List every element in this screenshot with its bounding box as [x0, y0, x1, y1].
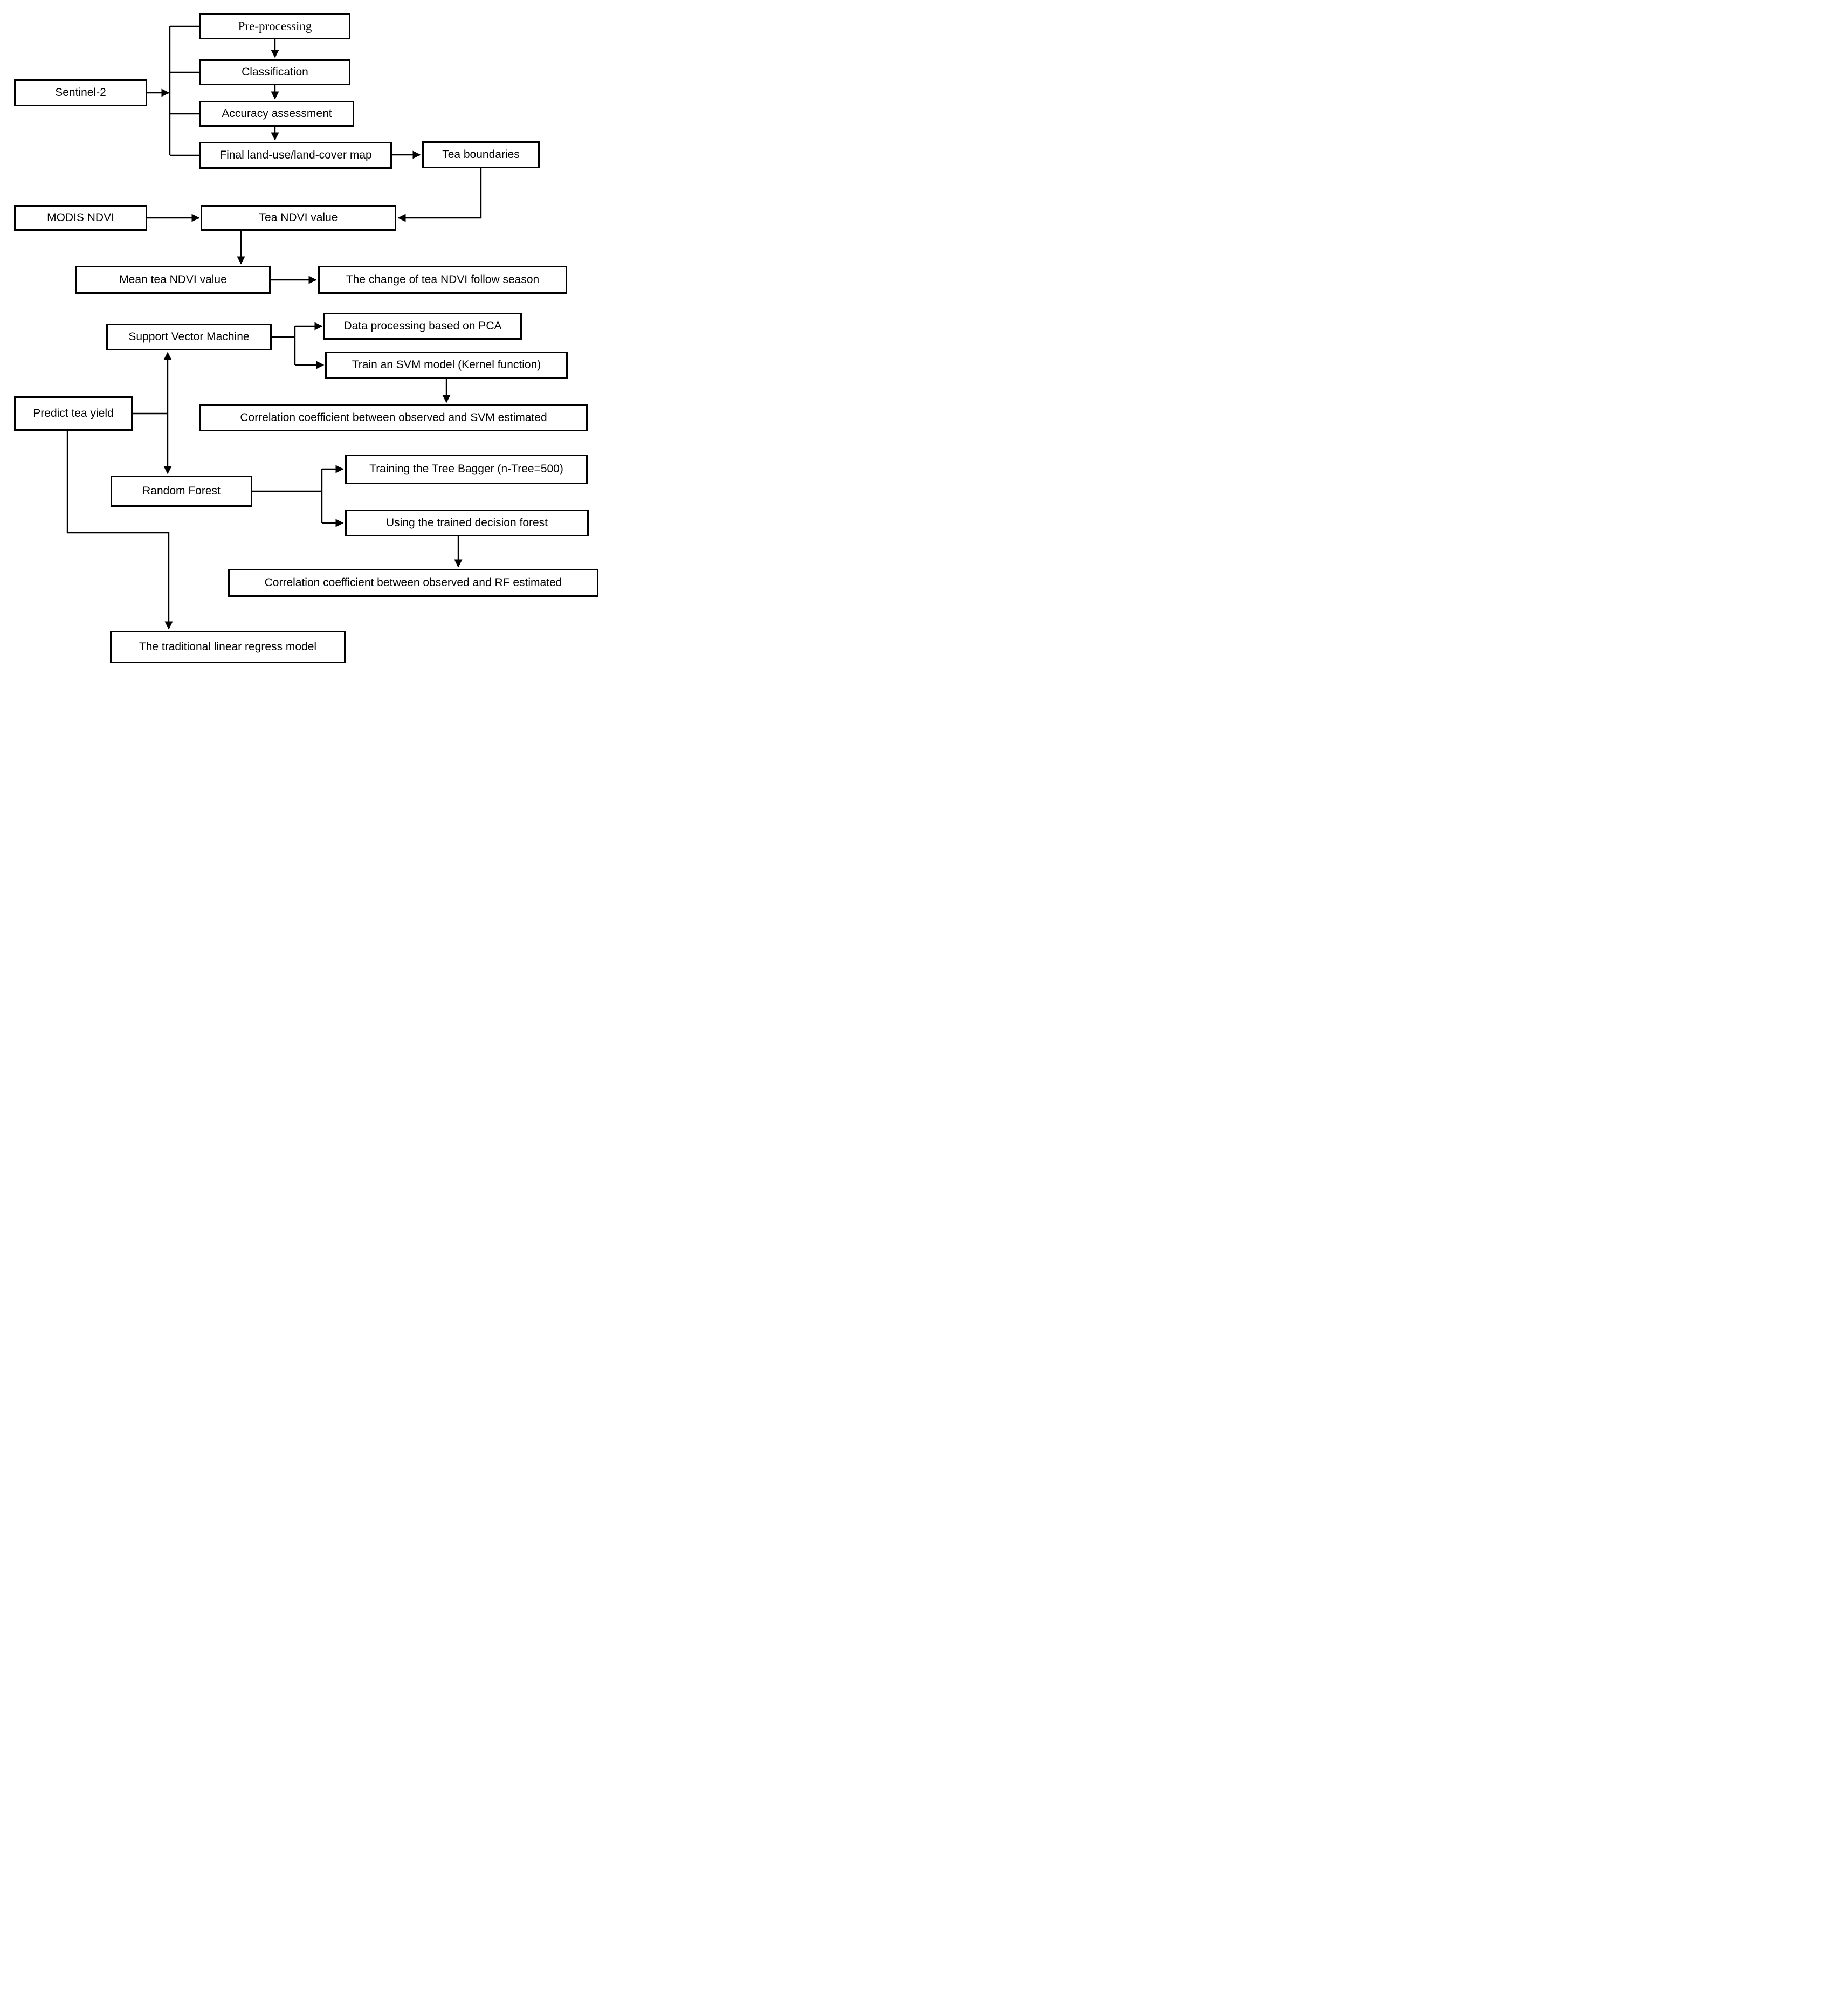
- node-label: MODIS NDVI: [47, 211, 114, 224]
- node-change-of-tea-ndvi-follow-season: The change of tea NDVI follow season: [318, 266, 567, 294]
- node-modis-ndvi: MODIS NDVI: [14, 205, 147, 231]
- node-label: Sentinel-2: [55, 86, 106, 99]
- edge-sentinel-bracket: [169, 25, 199, 156]
- node-final-land-use-land-cover-map: Final land-use/land-cover map: [199, 142, 392, 169]
- node-label: Pre-processing: [238, 19, 312, 33]
- flowchart-canvas: Sentinel-2 Pre-processing Classification…: [0, 0, 613, 672]
- node-correlation-observed-rf: Correlation coefficient between observed…: [228, 569, 598, 597]
- node-label: Train an SVM model (Kernel function): [352, 358, 541, 371]
- node-label: Training the Tree Bagger (n-Tree=500): [369, 463, 563, 476]
- node-label: Final land-use/land-cover map: [219, 148, 372, 161]
- node-label: Mean tea NDVI value: [119, 273, 227, 286]
- edge-predict-to-linear: [66, 431, 173, 630]
- node-predict-tea-yield: Predict tea yield: [14, 396, 133, 431]
- node-traditional-linear-regress-model: The traditional linear regress model: [110, 631, 346, 663]
- node-label: Using the trained decision forest: [386, 516, 548, 529]
- node-tea-boundaries: Tea boundaries: [422, 141, 540, 168]
- node-label: Accuracy assessment: [222, 107, 332, 120]
- node-label: Classification: [242, 65, 308, 78]
- node-data-processing-based-on-pca: Data processing based on PCA: [323, 313, 522, 340]
- node-label: Tea NDVI value: [259, 211, 338, 224]
- node-random-forest: Random Forest: [111, 476, 252, 507]
- edge-rf-fork: [252, 469, 323, 523]
- node-support-vector-machine: Support Vector Machine: [106, 324, 272, 350]
- node-label: The traditional linear regress model: [139, 640, 317, 653]
- node-classification: Classification: [199, 59, 350, 85]
- node-using-trained-decision-forest: Using the trained decision forest: [345, 510, 589, 536]
- edge-teaboundaries-to-teandvi: [397, 168, 482, 222]
- node-label: Support Vector Machine: [128, 330, 250, 343]
- node-train-svm-model: Train an SVM model (Kernel function): [325, 352, 568, 379]
- node-mean-tea-ndvi-value: Mean tea NDVI value: [75, 266, 271, 294]
- node-correlation-observed-svm: Correlation coefficient between observed…: [199, 404, 588, 431]
- node-label: Tea boundaries: [442, 148, 520, 161]
- node-label: Correlation coefficient between observed…: [240, 411, 547, 424]
- node-label: Predict tea yield: [33, 407, 114, 419]
- node-pre-processing: Pre-processing: [199, 13, 350, 39]
- node-training-tree-bagger: Training the Tree Bagger (n-Tree=500): [345, 455, 588, 484]
- node-accuracy-assessment: Accuracy assessment: [199, 101, 354, 127]
- node-label: The change of tea NDVI follow season: [346, 273, 540, 286]
- node-label: Data processing based on PCA: [343, 319, 502, 332]
- node-label: Correlation coefficient between observed…: [264, 576, 562, 589]
- edge-svm-fork: [272, 326, 296, 365]
- node-sentinel-2: Sentinel-2: [14, 79, 147, 106]
- node-label: Random Forest: [142, 484, 221, 497]
- node-tea-ndvi-value: Tea NDVI value: [201, 205, 396, 231]
